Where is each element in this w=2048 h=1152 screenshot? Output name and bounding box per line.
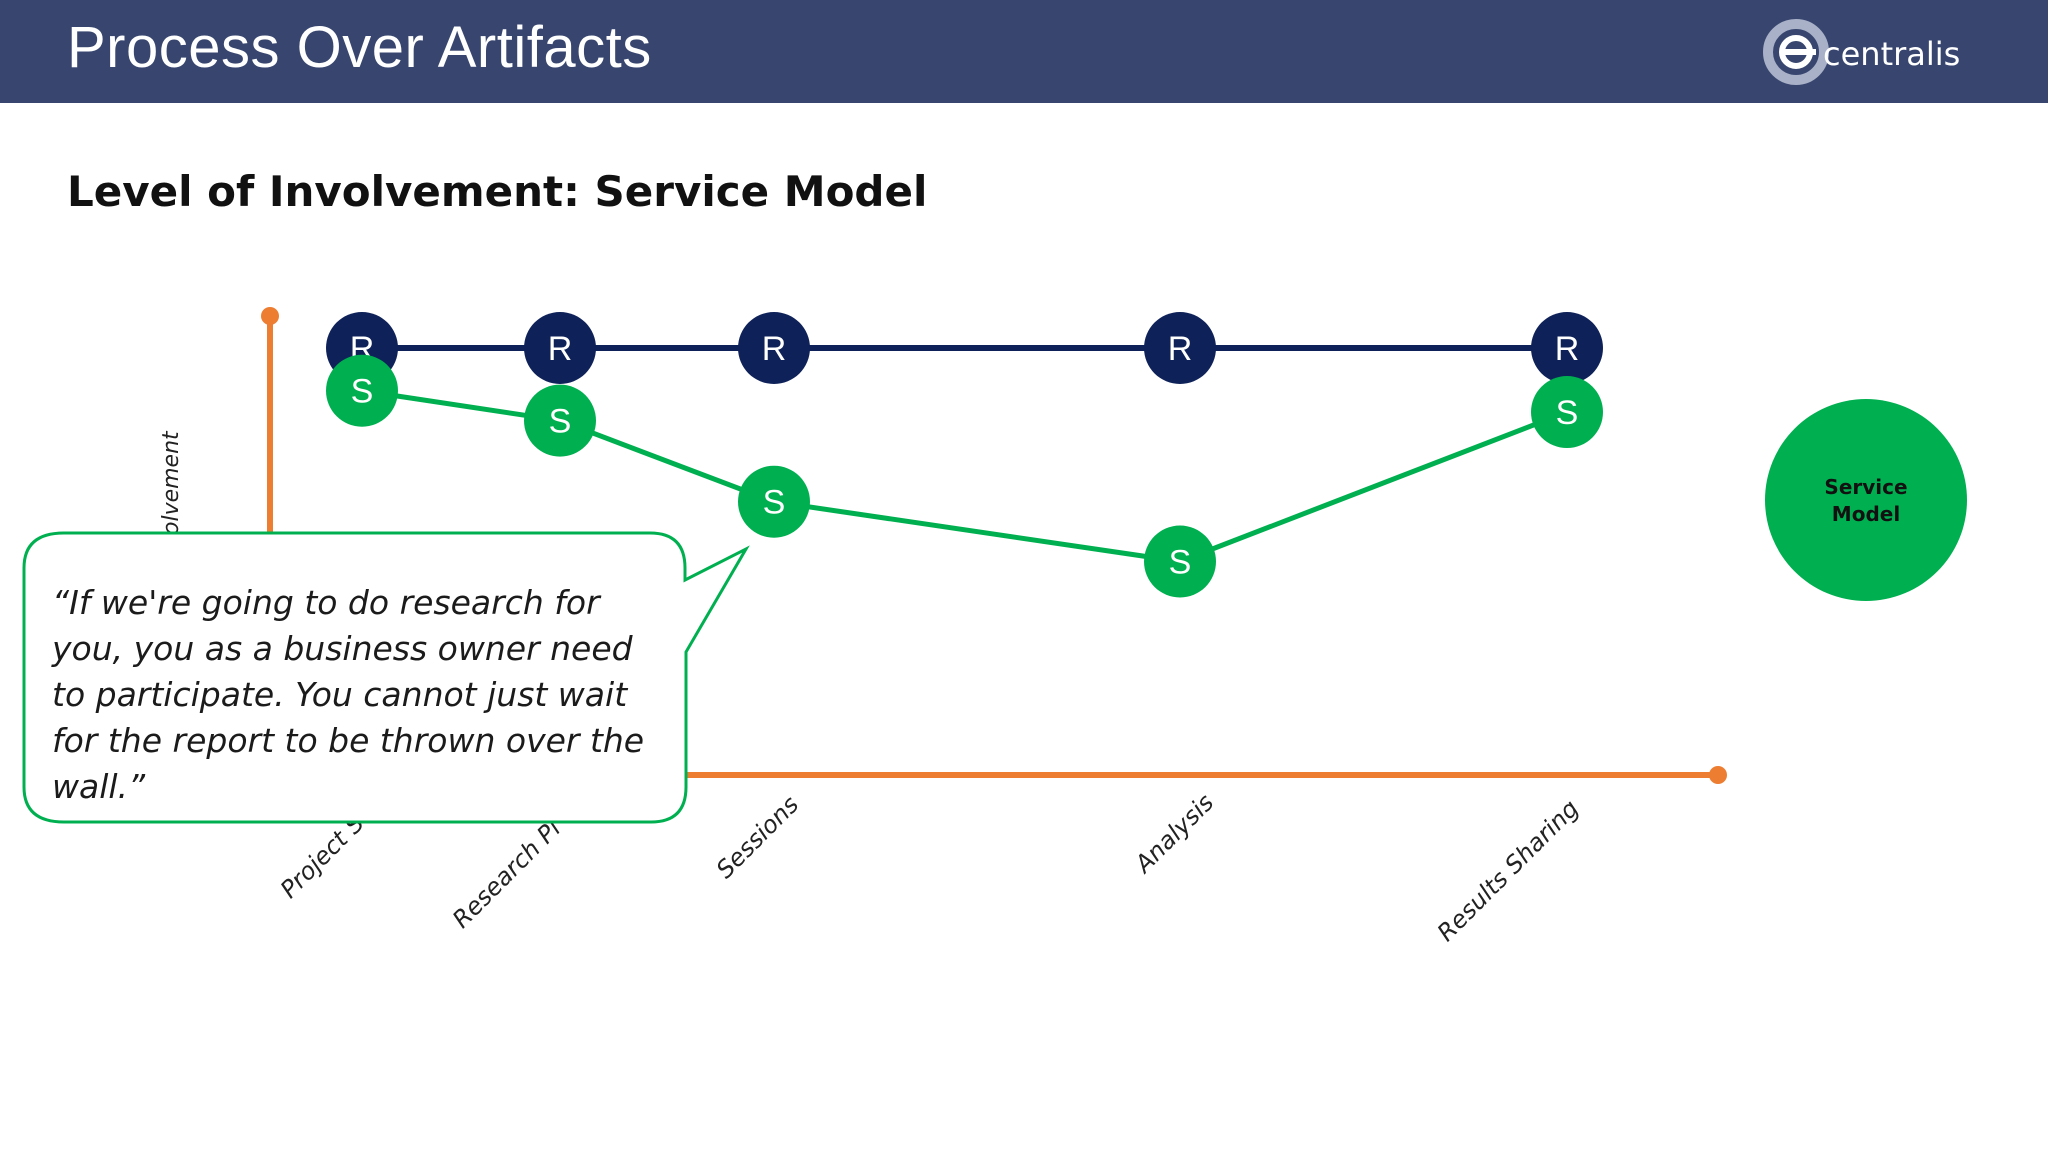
slide-title: Process Over Artifacts xyxy=(67,15,652,80)
y-axis-label: olvement xyxy=(159,430,184,535)
slide-header: Process Over Artifacts xyxy=(0,0,2048,103)
category-label: Research Pl xyxy=(447,814,566,933)
series-point-R xyxy=(524,312,596,384)
category-label: Analysis xyxy=(1128,788,1219,879)
series-point-R xyxy=(738,312,810,384)
series-point-label: R xyxy=(1555,330,1580,368)
series-point-S xyxy=(326,354,398,427)
logo-text: centralis xyxy=(1823,35,1961,73)
centralis-logo-icon xyxy=(1763,19,1829,85)
series-point-S xyxy=(524,384,596,457)
service-model-label: Model xyxy=(1832,502,1900,526)
service-model-label: Service xyxy=(1824,475,1907,499)
series-point-label: S xyxy=(351,373,374,411)
category-label: Results Sharing xyxy=(1432,794,1584,946)
series-point-R xyxy=(1144,312,1216,384)
series-point-R xyxy=(1531,312,1603,384)
service-model-circle xyxy=(1765,399,1967,601)
y-axis-end-dot xyxy=(261,307,279,325)
series-point-label: R xyxy=(1168,330,1193,368)
series-point-label: S xyxy=(549,403,572,441)
series-point-S xyxy=(1531,376,1603,449)
x-axis-end-dot xyxy=(1709,766,1727,784)
series-point-S xyxy=(738,465,810,538)
series-point-label: R xyxy=(548,330,573,368)
series-point-label: S xyxy=(1556,394,1579,432)
series-point-label: R xyxy=(762,330,787,368)
callout-layer xyxy=(22,531,750,824)
series-point-S xyxy=(1144,525,1216,598)
quote-callout-bubble xyxy=(22,531,750,824)
series-point-label: S xyxy=(763,484,786,522)
chart-heading: Level of Involvement: Service Model xyxy=(67,167,928,216)
series-point-label: S xyxy=(1169,544,1192,582)
callout-quote: “If we're going to do research for you, … xyxy=(52,583,645,806)
category-label: Sessions xyxy=(711,790,804,883)
